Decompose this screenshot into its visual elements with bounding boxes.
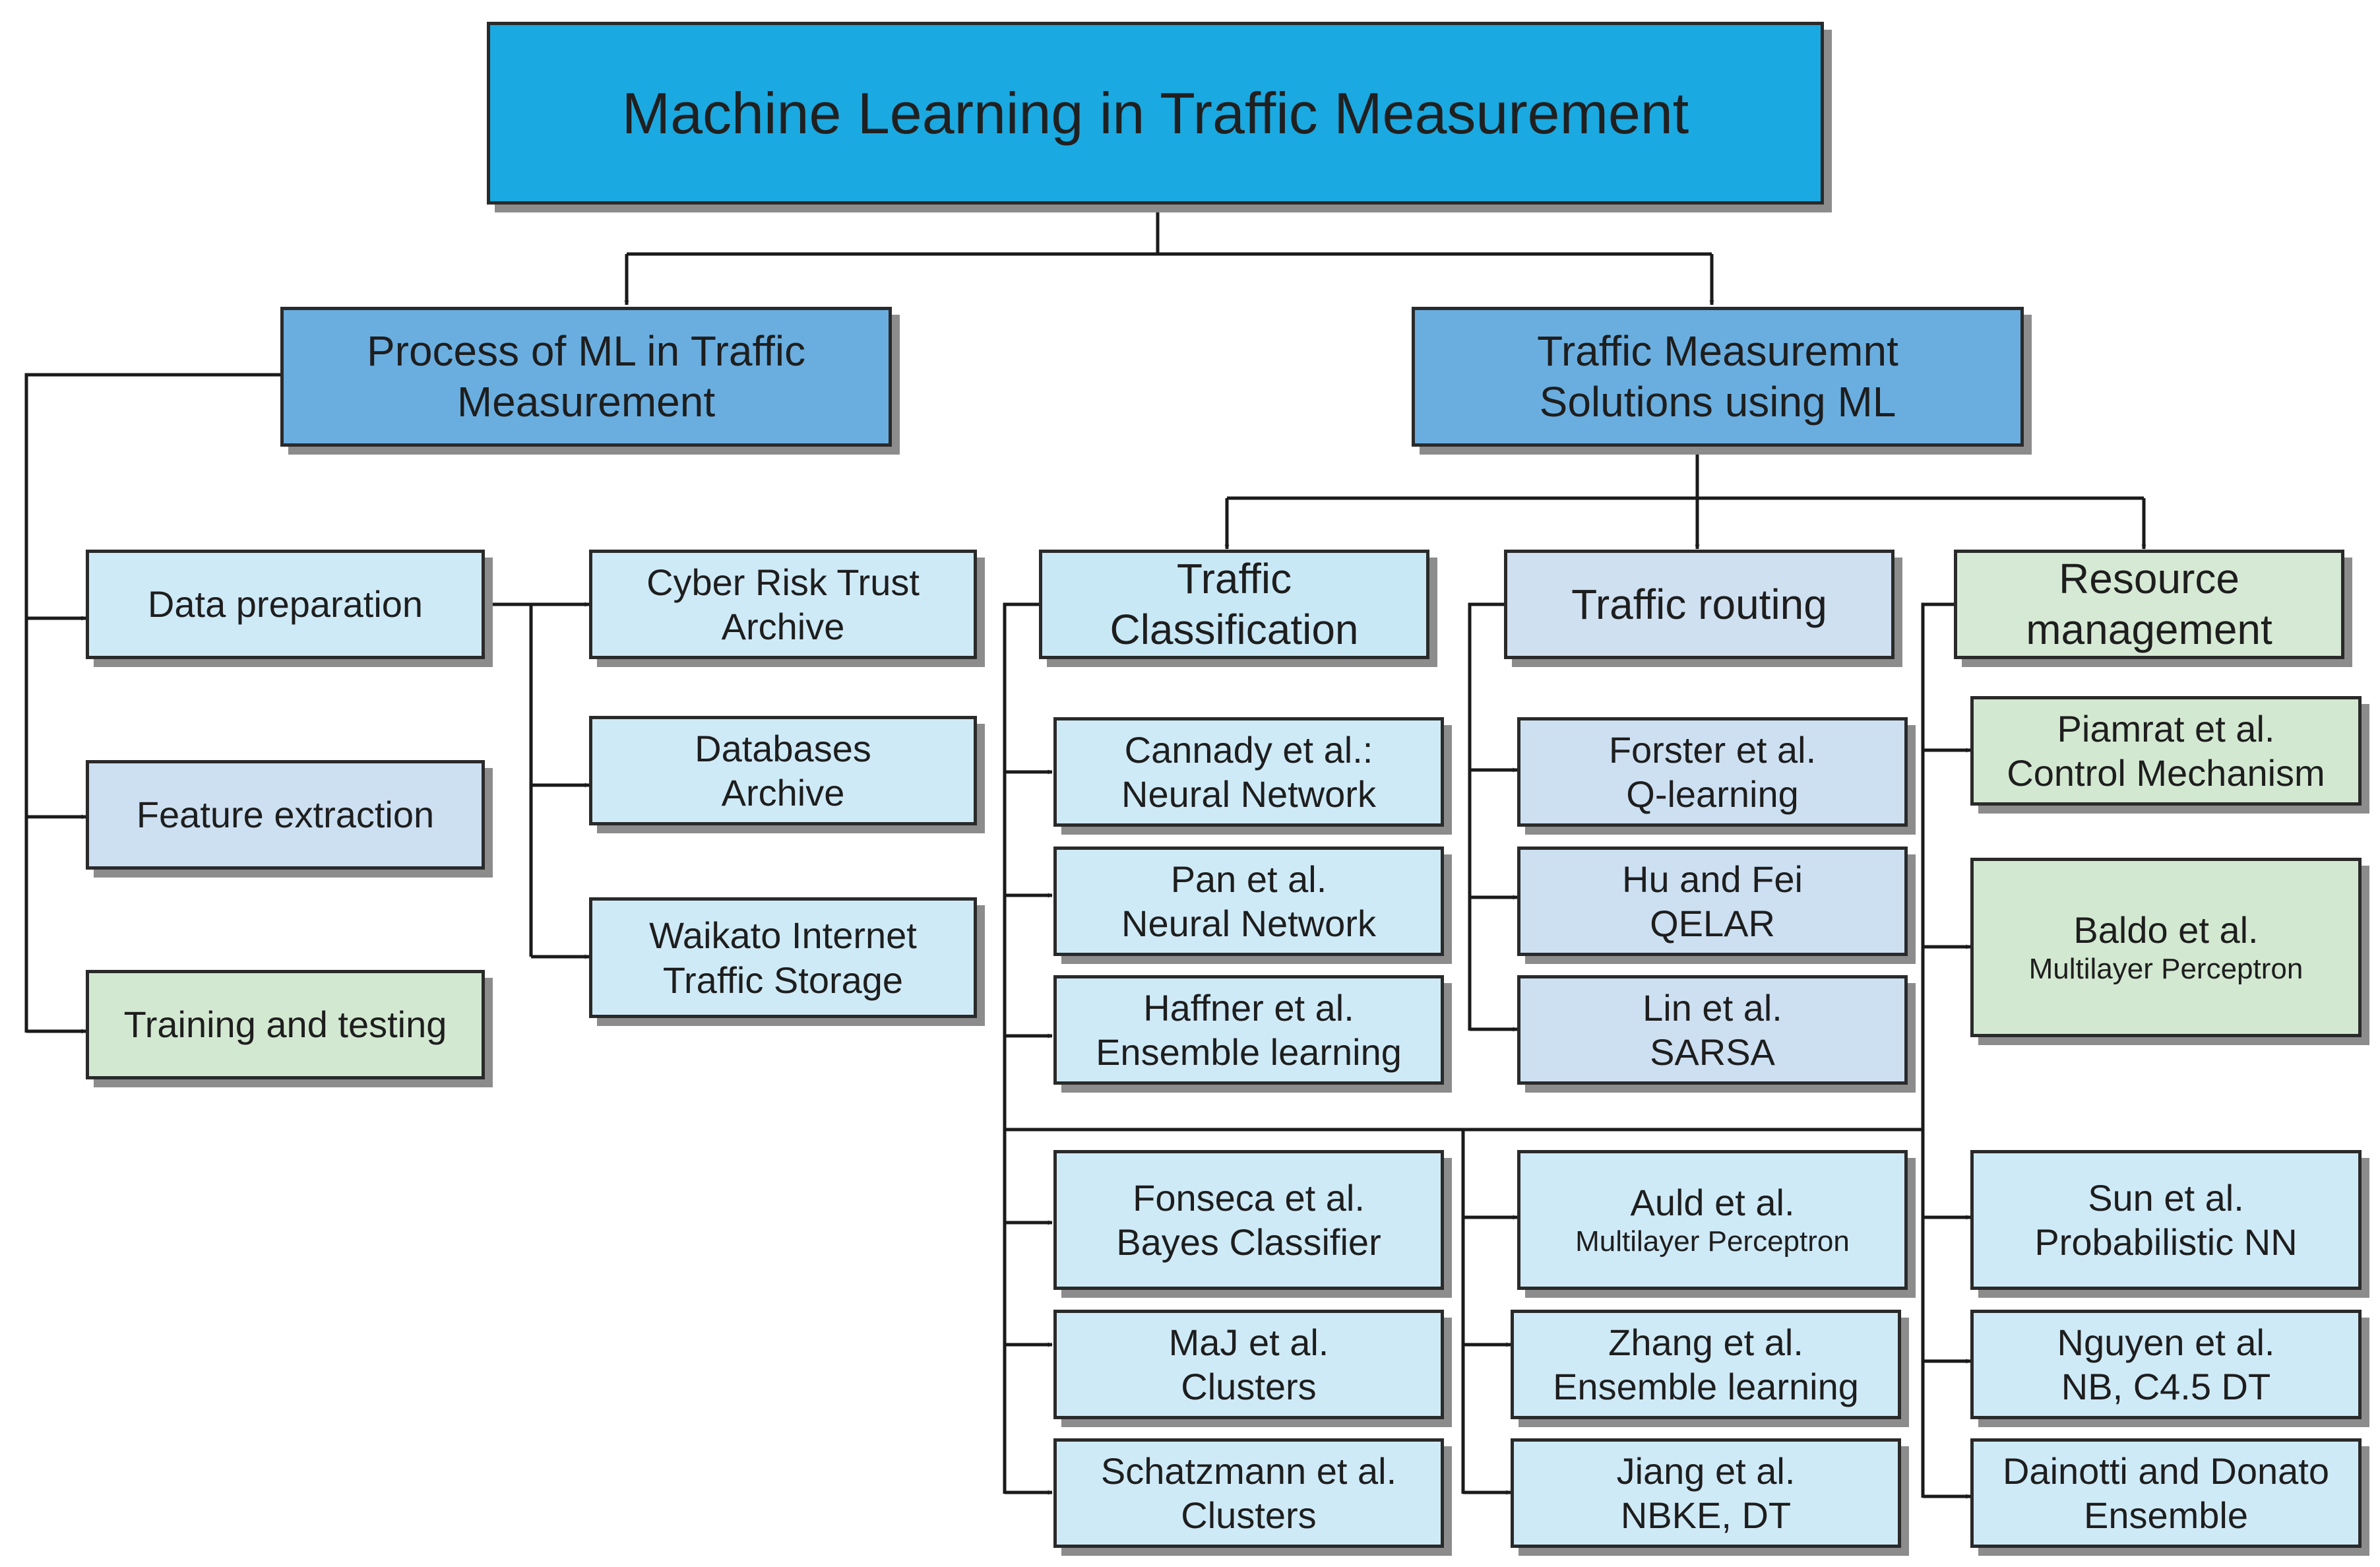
dataset-cyber-risk-trust: Cyber Risk Trust Archive bbox=[589, 550, 977, 659]
resource-item-sun: Sun et al. Probabilistic NN bbox=[1970, 1150, 2362, 1290]
item-line-1: Auld et al. bbox=[1630, 1182, 1795, 1223]
item-line-1: Piamrat et al. bbox=[2057, 707, 2275, 750]
item-line-2: Control Mechanism bbox=[2007, 752, 2325, 794]
item-line-2: Neural Network bbox=[1121, 903, 1376, 944]
classification-item-cannady: Cannady et al.: Neural Network bbox=[1053, 717, 1444, 827]
item-line-1: Zhang et al. bbox=[1608, 1321, 1803, 1363]
resource-item-baldo: Baldo et al. Multilayer Perceptron bbox=[1970, 858, 2362, 1037]
dataset-line-2: Traffic Storage bbox=[662, 959, 904, 1001]
item-line-2: Q-learning bbox=[1626, 773, 1799, 815]
item-line-2: Bayes Classifier bbox=[1116, 1221, 1381, 1263]
item-line-1: Jiang et al. bbox=[1616, 1450, 1796, 1492]
routing-node: Traffic routing bbox=[1504, 550, 1895, 659]
resource-title-line-1: Resource bbox=[2059, 555, 2239, 603]
routing-title: Traffic routing bbox=[1571, 580, 1827, 628]
item-line-1: MaJ et al. bbox=[1168, 1321, 1329, 1363]
step-training-testing: Training and testing bbox=[86, 970, 485, 1079]
connector-solutions-split bbox=[1227, 447, 2144, 500]
dataset-waikato: Waikato Internet Traffic Storage bbox=[589, 897, 977, 1018]
routing-item-jiang: Jiang et al. NBKE, DT bbox=[1511, 1438, 1901, 1548]
resource-item-piamrat: Piamrat et al. Control Mechanism bbox=[1970, 696, 2362, 806]
item-line-2: QELAR bbox=[1650, 903, 1775, 944]
connector-root-split bbox=[627, 205, 1712, 256]
step-feature-extraction: Feature extraction bbox=[86, 760, 485, 870]
connector-resource-spine bbox=[1921, 602, 1954, 1498]
step-data-preparation: Data preparation bbox=[86, 550, 485, 659]
item-line-1: Nguyen et al. bbox=[2057, 1321, 2275, 1363]
dataset-line-2: Archive bbox=[721, 772, 845, 814]
dataset-databases-archive: Databases Archive bbox=[589, 716, 977, 825]
routing-item-zhang: Zhang et al. Ensemble learning bbox=[1511, 1310, 1901, 1419]
dataset-line-2: Archive bbox=[721, 606, 845, 647]
process-title-line-2: Measurement bbox=[456, 378, 716, 426]
item-line-1: Forster et al. bbox=[1608, 728, 1817, 771]
classification-item-fonseca: Fonseca et al. Bayes Classifier bbox=[1053, 1150, 1444, 1290]
item-line-1: Lin et al. bbox=[1643, 986, 1782, 1029]
item-line-1: Baldo et al. bbox=[2073, 909, 2259, 951]
routing-item-auld: Auld et al. Multilayer Perceptron bbox=[1517, 1150, 1908, 1290]
step-label: Data preparation bbox=[147, 583, 423, 625]
process-title-line-1: Process of ML in Traffic bbox=[366, 327, 806, 375]
resource-node: Resource management bbox=[1954, 550, 2344, 659]
resource-title-line-2: management bbox=[2026, 606, 2272, 653]
root-title: Machine Learning in Traffic Measurement bbox=[621, 80, 1689, 146]
classification-item-haffner: Haffner et al. Ensemble learning bbox=[1053, 975, 1444, 1085]
item-line-2: Multilayer Perceptron bbox=[2028, 953, 2303, 986]
item-line-2: NBKE, DT bbox=[1620, 1494, 1792, 1536]
root-node: Machine Learning in Traffic Measurement bbox=[487, 22, 1824, 205]
item-line-2: Neural Network bbox=[1121, 773, 1376, 815]
item-line-1: Cannady et al.: bbox=[1124, 728, 1373, 771]
classification-item-maj: MaJ et al. Clusters bbox=[1053, 1310, 1444, 1419]
item-line-2: Ensemble learning bbox=[1096, 1031, 1402, 1073]
classification-title-line-1: Traffic bbox=[1176, 555, 1292, 603]
step-label: Training and testing bbox=[123, 1004, 447, 1046]
solutions-title-line-2: Solutions using ML bbox=[1539, 378, 1896, 426]
solutions-title-line-1: Traffic Measuremnt bbox=[1537, 327, 1898, 375]
resource-item-nguyen: Nguyen et al. NB, C4.5 DT bbox=[1970, 1310, 2362, 1419]
item-line-2: Ensemble learning bbox=[1553, 1366, 1859, 1407]
item-line-1: Fonseca et al. bbox=[1133, 1176, 1365, 1219]
classification-item-pan: Pan et al. Neural Network bbox=[1053, 847, 1444, 956]
connector-routing-spine bbox=[1468, 602, 1504, 1031]
item-line-2: NB, C4.5 DT bbox=[2061, 1366, 2271, 1407]
connector-datasets-spine bbox=[484, 602, 533, 957]
item-line-2: SARSA bbox=[1650, 1031, 1775, 1073]
item-line-2: Clusters bbox=[1181, 1366, 1317, 1407]
dataset-line-1: Databases bbox=[695, 727, 871, 769]
classification-item-schatzmann: Schatzmann et al. Clusters bbox=[1053, 1438, 1444, 1548]
item-line-1: Hu and Fei bbox=[1622, 858, 1803, 900]
item-line-1: Haffner et al. bbox=[1143, 986, 1354, 1029]
resource-item-dainotti: Dainotti and Donato Ensemble bbox=[1970, 1438, 2362, 1548]
item-line-1: Pan et al. bbox=[1170, 858, 1327, 900]
process-node: Process of ML in Traffic Measurement bbox=[280, 307, 892, 447]
connector-process-spine bbox=[24, 373, 280, 1033]
item-line-1: Sun et al. bbox=[2088, 1176, 2244, 1219]
item-line-2: Probabilistic NN bbox=[2034, 1221, 2298, 1263]
classification-node: Traffic Classification bbox=[1039, 550, 1429, 659]
connector-classification-spine bbox=[1003, 602, 1039, 1494]
routing-item-forster: Forster et al. Q-learning bbox=[1517, 717, 1908, 827]
classification-title-line-2: Classification bbox=[1110, 606, 1359, 653]
dataset-line-1: Waikato Internet bbox=[649, 914, 917, 957]
solutions-node: Traffic Measuremnt Solutions using ML bbox=[1412, 307, 2024, 447]
item-line-1: Dainotti and Donato bbox=[2002, 1450, 2329, 1492]
item-line-2: Ensemble bbox=[2083, 1494, 2249, 1536]
dataset-line-1: Cyber Risk Trust bbox=[646, 561, 920, 603]
item-line-1: Schatzmann et al. bbox=[1100, 1450, 1397, 1492]
routing-item-lin: Lin et al. SARSA bbox=[1517, 975, 1908, 1085]
step-label: Feature extraction bbox=[136, 794, 435, 836]
item-line-2: Multilayer Perceptron bbox=[1575, 1225, 1850, 1258]
routing-item-hu-fei: Hu and Fei QELAR bbox=[1517, 847, 1908, 956]
item-line-2: Clusters bbox=[1181, 1494, 1317, 1536]
